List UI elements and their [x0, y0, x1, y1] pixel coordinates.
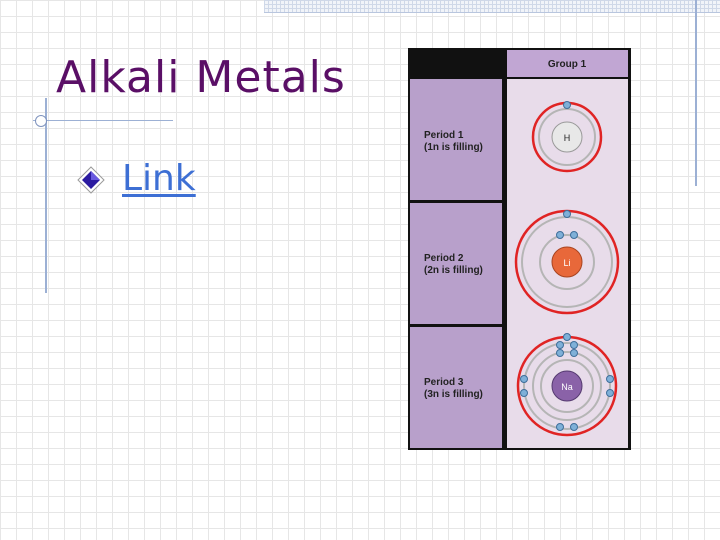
top-decorative-band	[264, 0, 720, 13]
link-anchor[interactable]: Link	[122, 158, 196, 199]
group-header-cell	[507, 50, 628, 77]
sodium-symbol: Na	[561, 382, 573, 392]
period-3-label: Period 3	[424, 377, 464, 388]
hydrogen-atom: H	[531, 101, 603, 173]
rule-junction-circle	[35, 115, 47, 127]
periodic-group-figure: Group 1 Period 1 (1n is filling) Period …	[408, 48, 631, 450]
period-2-note: (2n is filling)	[424, 265, 483, 276]
period-3-label-cell	[410, 327, 502, 448]
left-vertical-rule	[45, 98, 47, 293]
lithium-atom: Li	[514, 209, 620, 315]
hydrogen-symbol: H	[564, 133, 571, 143]
period-1-note: (1n is filling)	[424, 142, 483, 153]
period-3-note: (3n is filling)	[424, 389, 483, 400]
lithium-symbol: Li	[563, 258, 570, 268]
diamond-bullet-icon	[76, 165, 106, 195]
group-header-label: Group 1	[548, 59, 587, 70]
title-underline-rule	[33, 120, 173, 121]
period-2-label: Period 2	[424, 253, 464, 264]
period-1-label: Period 1	[424, 130, 464, 141]
sodium-atom: Na	[516, 333, 618, 437]
slide-title: Alkali Metals	[56, 52, 346, 103]
period-1-label-cell	[410, 79, 502, 200]
right-vertical-rule	[695, 0, 697, 186]
period-2-label-cell	[410, 203, 502, 324]
